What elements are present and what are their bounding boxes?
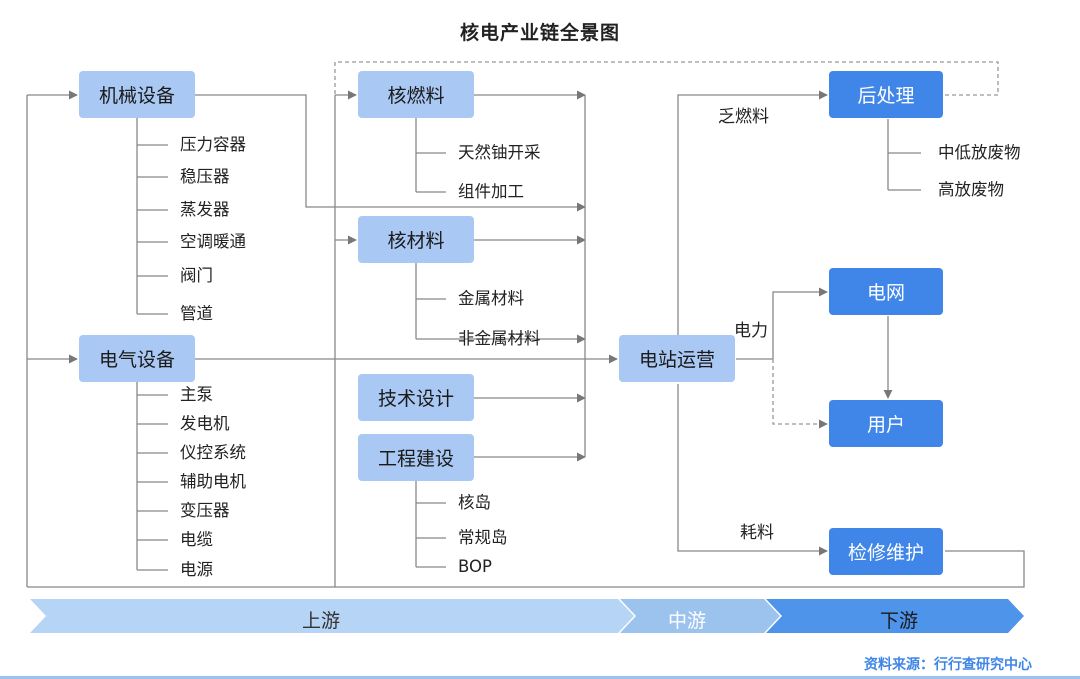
list-item: 压力容器 [180,135,246,154]
page-title: 核电产业链全景图 [459,22,620,44]
node-label: 核燃料 [387,85,445,107]
list-item: 非金属材料 [458,329,541,348]
list-item: 金属材料 [458,289,524,308]
list-item: 电源 [180,560,213,579]
node-maintenance: 检修维护 [829,528,943,575]
list-item: 高放废物 [938,180,1004,199]
node-station-operation: 电站运营 [619,335,735,382]
node-label: 检修维护 [847,542,924,564]
connector-station-to-postprocess [677,90,828,335]
edge-label-power: 电力 [734,321,768,341]
node-label: 用户 [866,414,905,436]
list-item: 常规岛 [458,528,508,547]
list-item: 组件加工 [458,182,524,201]
list-item: 电缆 [180,530,213,549]
connector-station-to-maintenance [677,384,828,556]
list-item: 天然铀开采 [458,143,541,162]
list-item: 发电机 [180,414,230,433]
list-item: 蒸发器 [180,200,230,219]
connector-maintenance-loop [335,550,1025,588]
list-item: 中低放废物 [938,143,1021,162]
node-label: 电气设备 [98,349,175,371]
list-item: 辅助电机 [180,472,246,491]
node-label: 工程建设 [377,448,454,470]
node-post-processing: 后处理 [829,71,943,118]
phase-band-downstream [766,599,1024,633]
edge-label-spent-fuel: 乏燃料 [718,107,769,127]
bottom-divider [0,676,1080,679]
list-item: 稳压器 [180,167,230,186]
connector-dashed-recycle [334,61,999,96]
phase-band-upstream [30,599,634,633]
node-nuclear-material: 核材料 [358,216,474,263]
node-construction: 工程建设 [358,434,474,481]
source-note: 资料来源：行行查研究中心 [864,657,1032,673]
node-nuclear-fuel: 核燃料 [358,71,474,118]
phase-label-downstream: 下游 [880,610,919,632]
list-item: 阀门 [180,266,213,285]
connector-dashed-power-to-user [772,359,828,429]
list-item: 变压器 [180,501,230,520]
list-item: 仪控系统 [180,443,246,462]
node-label: 电网 [866,282,905,304]
node-mechanical-equipment: 机械设备 [79,71,195,118]
list-item: 核岛 [458,493,491,512]
node-tech-design: 技术设计 [358,374,474,421]
list-item: BOP [458,557,492,576]
phase-label-midstream: 中游 [668,610,707,632]
node-user: 用户 [829,400,943,447]
node-label: 技术设计 [377,388,454,410]
list-item: 主泵 [180,385,213,404]
list-item: 空调暖通 [180,232,246,251]
phase-band-midstream [620,599,780,633]
connector-power-to-grid [772,287,828,359]
list-item: 管道 [180,304,213,323]
node-electrical-equipment: 电气设备 [79,335,195,382]
connector-mech-to-right [195,94,586,212]
node-label: 核材料 [387,230,445,252]
node-label: 后处理 [857,85,915,107]
node-label: 机械设备 [98,85,175,107]
node-grid: 电网 [829,268,943,315]
phase-label-upstream: 上游 [302,610,341,632]
edge-label-consumables: 耗料 [740,523,774,543]
node-label: 电站运营 [638,349,715,371]
